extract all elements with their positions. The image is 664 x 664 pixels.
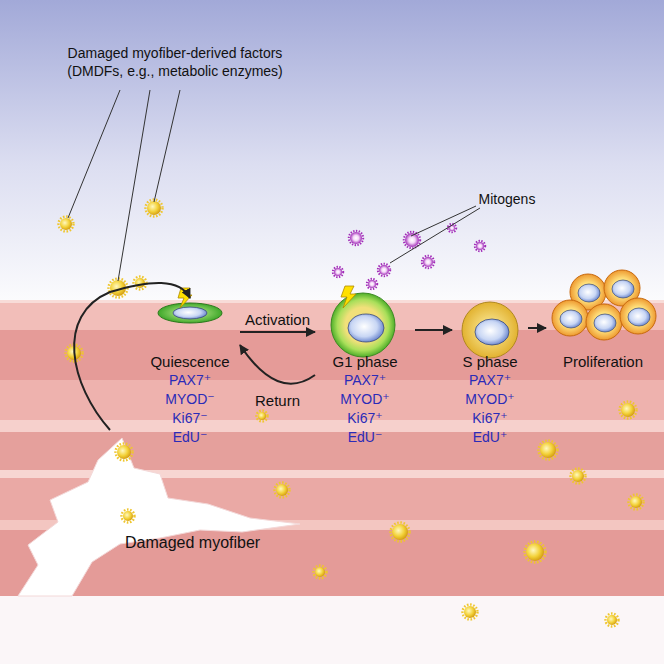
- nucleus: [578, 284, 600, 302]
- marker-label: PAX7⁺: [469, 371, 511, 390]
- arrow: [240, 345, 315, 384]
- leader-lines: [68, 90, 480, 281]
- mitogen: [333, 267, 343, 277]
- mitogen: [334, 268, 342, 276]
- mitogen: [378, 264, 390, 276]
- nucleus: [594, 314, 616, 332]
- dmdf-dot: [540, 442, 556, 458]
- s-phase-cell: [462, 302, 518, 358]
- proliferating-cells: [552, 270, 656, 340]
- proliferation-stage: Proliferation: [546, 292, 660, 371]
- mitogen: [476, 242, 484, 250]
- dmdf-dot: [258, 412, 266, 420]
- mitogen-label: Mitogens: [462, 190, 552, 208]
- dmdf-dot: [571, 469, 586, 484]
- dmdf-dots: [59, 200, 644, 627]
- dmdf-dot: [116, 444, 133, 461]
- cell: [586, 304, 622, 340]
- dmdf-dot: [525, 542, 546, 563]
- marker-label: PAX7⁺: [344, 371, 386, 390]
- marker-label: EdU⁻: [173, 428, 208, 447]
- nucleus: [560, 310, 582, 328]
- dmdf-dot: [607, 615, 617, 625]
- dmdf-dot: [275, 483, 290, 498]
- dmdf-dot: [257, 411, 268, 422]
- mitogen: [368, 280, 376, 288]
- mitogen: [422, 256, 434, 268]
- dmdf-dot: [463, 605, 478, 620]
- nucleus: [612, 280, 634, 298]
- marker-label: EdU⁺: [473, 428, 508, 447]
- dmdf-dot: [392, 524, 408, 540]
- mitogen: [349, 231, 363, 245]
- mitogen: [367, 279, 377, 289]
- dmdf-dot: [572, 470, 584, 482]
- marker-label: EdU⁻: [348, 428, 383, 447]
- dmdf-dot: [134, 277, 147, 290]
- quiescence-stage: QuiescencePAX7⁺MYOD⁻Ki67⁻EdU⁻: [140, 298, 240, 447]
- damaged-myofiber: Damaged myofiber: [20, 430, 300, 560]
- sky: [0, 0, 664, 300]
- dmdf-dot: [314, 566, 327, 579]
- muscle: [0, 300, 664, 664]
- mitogen-dots: [333, 224, 485, 289]
- dmdf-dot: [315, 567, 325, 577]
- mitogen: [475, 241, 485, 251]
- marker-label: Ki67⁻: [172, 409, 207, 428]
- edge-label: Activation: [245, 311, 310, 328]
- mitogen: [423, 257, 433, 267]
- dmdf-dot: [135, 278, 145, 288]
- cell: [620, 298, 656, 334]
- g1-cell: [331, 286, 395, 357]
- dmdf-dot: [391, 523, 410, 542]
- stage-label: Quiescence: [150, 352, 229, 371]
- dmdf-dot: [59, 217, 74, 232]
- marker-label: Ki67⁺: [472, 409, 507, 428]
- dmdf-dot: [606, 614, 619, 627]
- arrow: [415, 329, 452, 331]
- myofiber-tear: [18, 438, 300, 596]
- dmdf-dot: [60, 218, 72, 230]
- marker-label: MYOD⁻: [165, 390, 214, 409]
- stage-label: Proliferation: [563, 352, 643, 371]
- arrow: [528, 327, 546, 329]
- s-phase-stage: S phasePAX7⁺MYOD⁺Ki67⁺EdU⁺: [452, 298, 528, 447]
- marker-label: MYOD⁺: [465, 390, 514, 409]
- dmdf-dot: [122, 510, 135, 523]
- marker-label: MYOD⁺: [340, 390, 389, 409]
- tissue-label: Damaged myofiber: [125, 534, 260, 552]
- dmdf-dot: [464, 606, 476, 618]
- dmdf-dot: [630, 496, 642, 508]
- dmdf-dot: [146, 200, 163, 217]
- cell: [552, 300, 588, 336]
- marker-label: Ki67⁺: [347, 409, 382, 428]
- stage-label: G1 phase: [332, 352, 397, 371]
- dmdf-dot: [526, 543, 544, 561]
- marker-label: PAX7⁺: [169, 371, 211, 390]
- dmdf-dot: [621, 403, 635, 417]
- nucleus: [628, 308, 650, 326]
- stage-label: S phase: [462, 352, 517, 371]
- mitogen: [379, 265, 389, 275]
- edge-label: Return: [255, 392, 300, 409]
- dmdf-dot: [147, 201, 161, 215]
- mitogen: [350, 232, 362, 244]
- dmdf-dot: [117, 445, 131, 459]
- g1-stage: G1 phasePAX7⁺MYOD⁺Ki67⁺EdU⁻: [315, 298, 415, 447]
- dmdf-dot: [629, 495, 644, 510]
- factor-label: Damaged myofiber-derived factors (DMDFs,…: [50, 44, 300, 80]
- dmdf-dot: [539, 441, 558, 460]
- dmdf-dot: [620, 402, 637, 419]
- dmdf-dot: [276, 484, 288, 496]
- dmdf-dot: [123, 511, 133, 521]
- quiescent-cell: [158, 288, 222, 323]
- arrow: [240, 331, 315, 333]
